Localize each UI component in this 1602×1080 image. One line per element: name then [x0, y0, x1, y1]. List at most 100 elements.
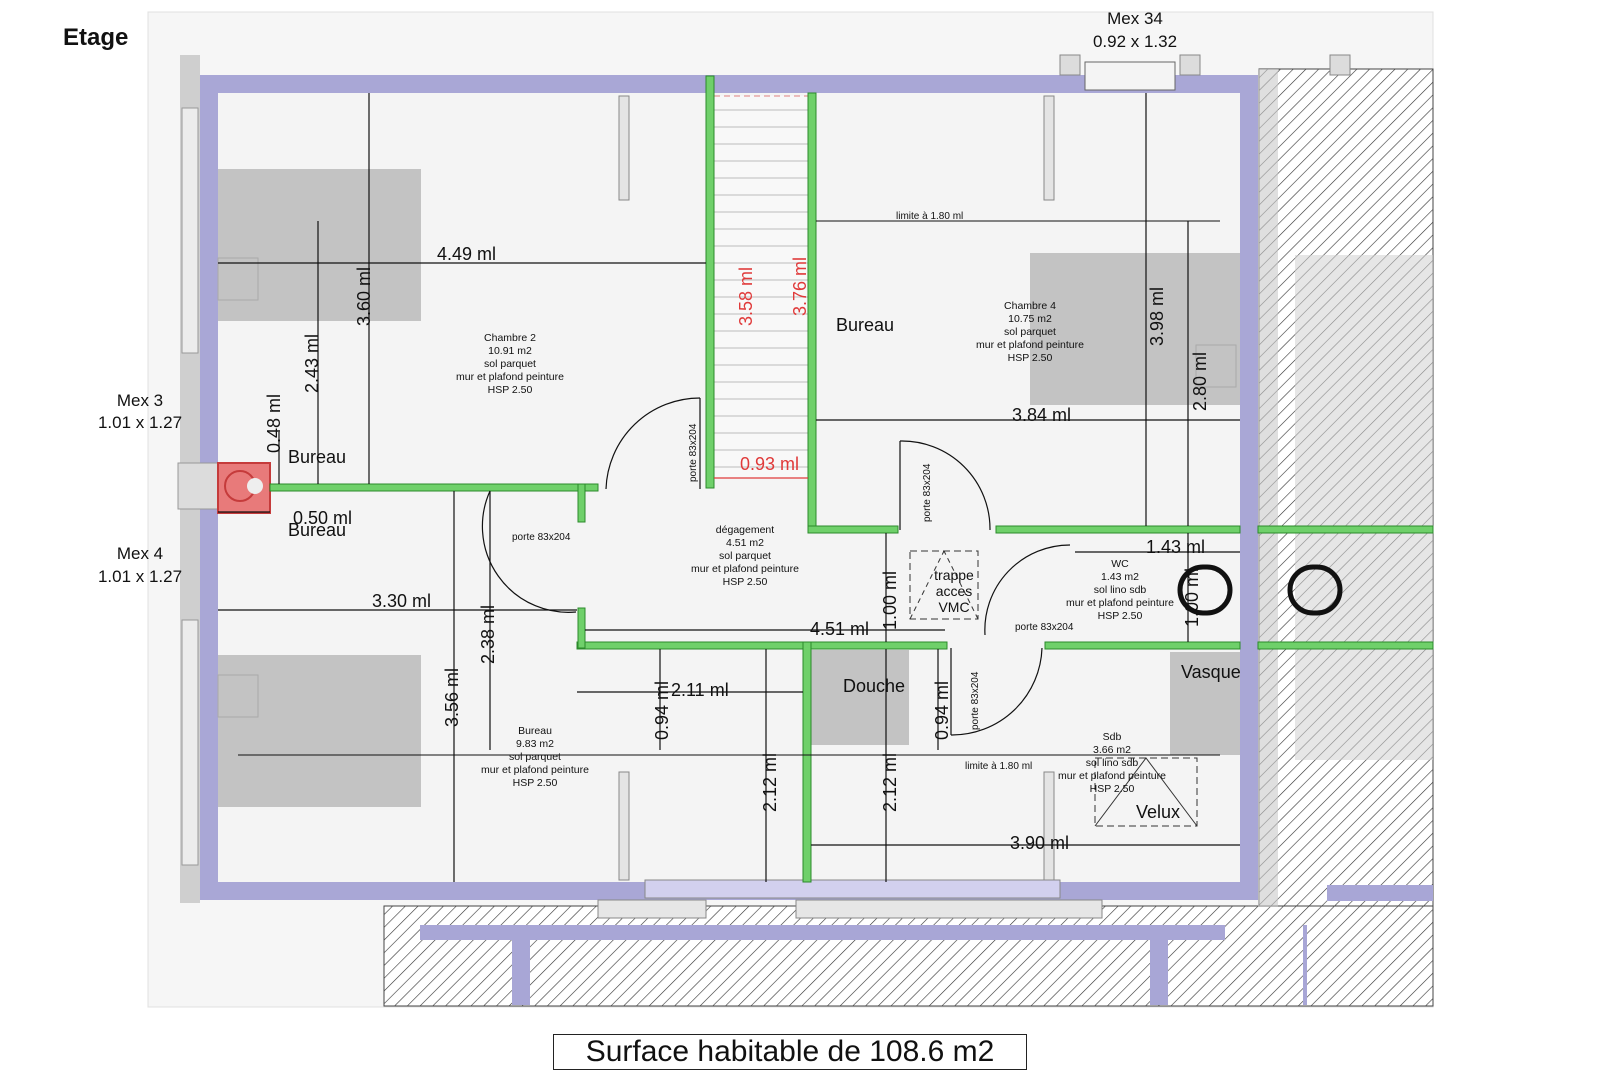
room-chambre4: Chambre 4 10.75 m2 sol parquet mur et pl…	[976, 300, 1084, 364]
pillow-chambre4	[1195, 344, 1237, 388]
beam-post-1	[512, 925, 530, 1005]
staircase	[713, 95, 809, 479]
bed-bureau	[218, 655, 421, 807]
wall-stub-1	[577, 483, 586, 523]
door-labels: porte 83x204 porte 83x204 porte 83x204 p…	[512, 423, 1074, 730]
label-vasque: Vasque	[1181, 662, 1241, 682]
label-bureau-top-right: Bureau	[836, 315, 894, 335]
dim-h449: 4.49 ml	[437, 244, 496, 264]
pillow-chambre2	[217, 257, 259, 301]
bureau-line: mur et plafond peinture	[481, 764, 589, 776]
wall-stair-left	[705, 75, 715, 489]
mex4-size: 1.01 x 1.27	[98, 567, 182, 586]
stair-steps	[714, 109, 808, 468]
grey-zone-right	[1295, 255, 1433, 760]
trappe-diag-2	[943, 550, 979, 620]
limite-labels: limite à 1.80 ml limite à 1.80 ml	[896, 211, 1032, 772]
room-chambre2: Chambre 2 10.91 m2 sol parquet mur et pl…	[456, 332, 564, 396]
dim-v280: 2.80 ml	[1190, 352, 1210, 411]
dim-v094b: 0.94 ml	[932, 681, 952, 740]
door-label-2: porte 83x204	[1015, 622, 1074, 633]
limite-bottom-label: limite à 1.80 ml	[965, 761, 1032, 772]
wall-chambre2-bottom	[269, 483, 599, 492]
bed-chambre4	[1030, 253, 1240, 405]
beam-post-3	[1303, 925, 1307, 1005]
sdb-line: 3.66 m2	[1093, 744, 1131, 756]
chimney-hole	[247, 478, 263, 494]
room-bureau: Bureau 9.83 m2 sol parquet mur et plafon…	[481, 725, 589, 789]
chambre2-line: HSP 2.50	[488, 384, 533, 396]
room-degagement: dégagement 4.51 m2 sol parquet mur et pl…	[691, 524, 799, 588]
wall-right-grey	[1258, 69, 1278, 907]
beam-right	[1327, 885, 1433, 901]
room-info: Chambre 2 10.91 m2 sol parquet mur et pl…	[456, 300, 1174, 795]
wc-line: mur et plafond peinture	[1066, 597, 1174, 609]
door-label-4: porte 83x204	[922, 463, 933, 522]
balcony-sill-2	[795, 899, 1103, 919]
chambre2-line: 10.91 m2	[488, 345, 532, 357]
dim-h143: 1.43 ml	[1146, 537, 1205, 557]
dim-h050: 0.50 ml	[293, 508, 352, 528]
dim-stair-093: 0.93 ml	[740, 454, 799, 474]
bureau-line: sol parquet	[509, 751, 561, 763]
chambre4-line: mur et plafond peinture	[976, 339, 1084, 351]
bed-chambre2	[218, 169, 421, 321]
wall-wc-top	[995, 525, 1241, 534]
room-sdb: Sdb 3.66 m2 sol lino sdb mur et plafond …	[1058, 731, 1166, 795]
dim-v243: 2.43 ml	[302, 334, 322, 393]
vertical-dimensions: 3.60 ml 2.43 ml 0.48 ml 2.38 ml 3.56 ml …	[264, 267, 1210, 812]
degagement-line: 4.51 m2	[726, 537, 764, 549]
trappe-line: VMC	[938, 599, 969, 615]
radiator-1	[618, 95, 630, 201]
wc-line: HSP 2.50	[1098, 610, 1143, 622]
chambre4-line: Chambre 4	[1004, 300, 1056, 312]
window-mex34-post-r	[1179, 54, 1201, 76]
sdb-line: Sdb	[1103, 731, 1122, 743]
shower-tray	[811, 650, 909, 745]
mex34-name: Mex 34	[1107, 9, 1163, 28]
label-velux: Velux	[1136, 802, 1180, 822]
wc-line: sol lino sdb	[1094, 584, 1147, 596]
sdb-line: mur et plafond peinture	[1058, 770, 1166, 782]
trappe-label: trappe acces VMC	[934, 567, 974, 615]
dim-h390: 3.90 ml	[1010, 833, 1069, 853]
wall-ext-wc-top	[1257, 525, 1434, 534]
dim-v048: 0.48 ml	[264, 394, 284, 453]
velux-triangle	[1094, 757, 1198, 827]
surface-caption: Surface habitable de 108.6 m2	[553, 1034, 1027, 1070]
window-mex34-post-l	[1059, 54, 1081, 76]
dim-stair-376: 3.76 ml	[790, 257, 810, 316]
dim-h330: 3.30 ml	[372, 591, 431, 611]
chimney-block	[177, 462, 219, 510]
radiator-2	[1043, 95, 1055, 201]
balcony-opening	[644, 879, 1061, 899]
radiator-3	[618, 771, 630, 881]
chambre2-line: Chambre 2	[484, 332, 536, 344]
trappe-line: trappe	[934, 567, 974, 583]
dim-v094a: 0.94 ml	[652, 681, 672, 740]
chambre2-line: mur et plafond peinture	[456, 371, 564, 383]
mex34-size: 0.92 x 1.32	[1093, 32, 1177, 51]
dim-v356: 3.56 ml	[442, 668, 462, 727]
door-label-3: porte 83x204	[688, 423, 699, 482]
beam-post-2	[1150, 925, 1168, 1005]
window-left-bottom	[181, 619, 199, 866]
door-arc-1	[605, 397, 701, 490]
dim-v360: 3.60 ml	[354, 267, 374, 326]
dimension-lines	[218, 93, 1240, 882]
degagement-line: HSP 2.50	[723, 576, 768, 588]
wall-bureau-bottom	[807, 525, 899, 534]
window-left-top	[181, 107, 199, 354]
beam-bottom	[420, 925, 1225, 940]
dim-v398: 3.98 ml	[1147, 287, 1167, 346]
window-labels: Mex 34 0.92 x 1.32 Mex 3 1.01 x 1.27 Mex…	[98, 9, 1177, 586]
door-label-1: porte 83x204	[512, 532, 571, 543]
dim-v100a: 1.00 ml	[880, 571, 900, 630]
wall-stub-2	[577, 607, 586, 649]
pillow-bureau	[217, 674, 259, 718]
dim-v100b: 1.00 ml	[1182, 568, 1202, 627]
room-labels: Bureau Bureau Bureau Douche Vasque Velux	[288, 315, 1241, 822]
trappe-diag-1	[909, 550, 945, 620]
limite-top-label: limite à 1.80 ml	[896, 211, 963, 222]
